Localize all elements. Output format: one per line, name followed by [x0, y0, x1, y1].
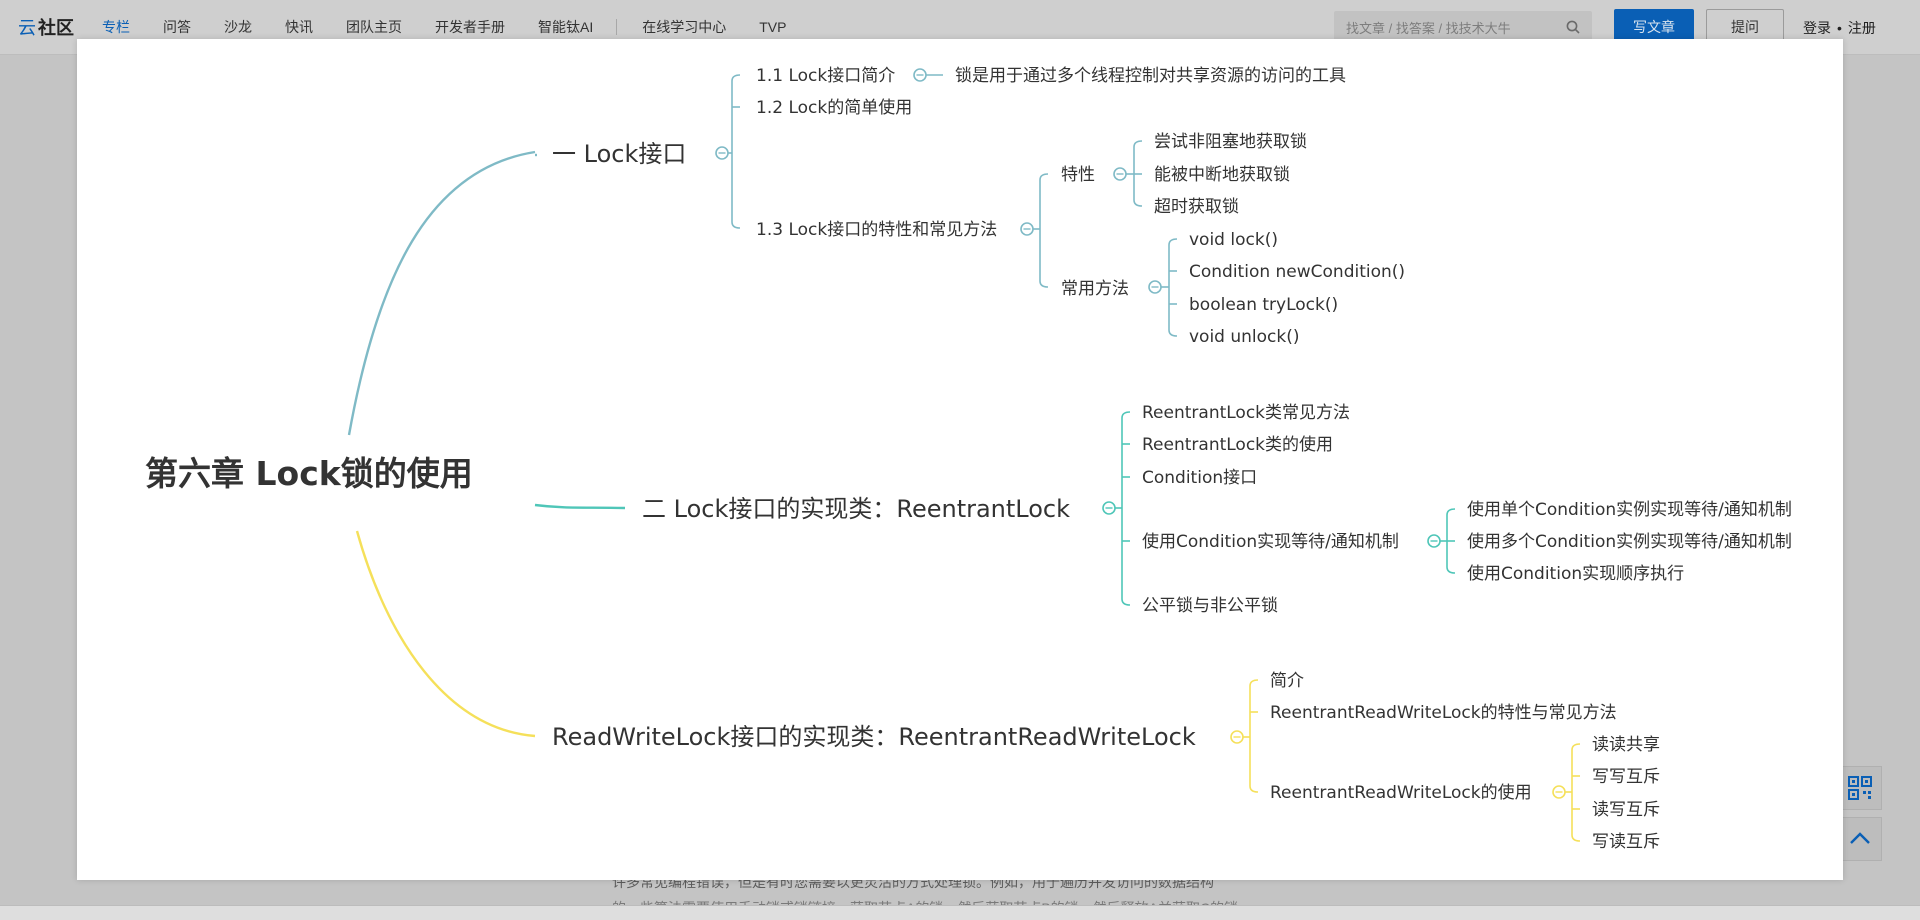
bracket-b2-4-tick	[1446, 508, 1456, 516]
nav-divider	[616, 19, 618, 35]
connector-root-branch3	[355, 530, 536, 738]
connector-root-branch1	[347, 150, 536, 436]
mindmap-node: 能被中断地获取锁	[1154, 165, 1290, 185]
mindmap-node: ReentrantReadWriteLock的特性与常见方法	[1270, 703, 1617, 723]
nav-item-news[interactable]: 快讯	[285, 19, 313, 35]
nav-item-team[interactable]: 团队主页	[346, 19, 402, 35]
mindmap-node: 写写互斥	[1592, 767, 1660, 787]
bracket-b1-3-2-tick	[1168, 238, 1178, 246]
mindmap-node: Condition接口	[1142, 468, 1257, 488]
mindmap-node: 特性	[1061, 165, 1095, 185]
mindmap-node: 读读共享	[1592, 735, 1660, 755]
nav-item-column[interactable]: 专栏	[102, 19, 130, 35]
bracket-b2-4-tick	[1446, 566, 1456, 574]
auth-links: 登录 • 注册	[1803, 18, 1876, 38]
login-link[interactable]: 登录	[1803, 20, 1831, 36]
chevron-up-icon	[1850, 832, 1870, 844]
mindmap-node: 写读互斥	[1592, 832, 1660, 852]
site-logo[interactable]: 云社区	[18, 14, 74, 40]
site-logo-text: 社区	[38, 18, 74, 38]
mindmap-root: 第六章 Lock锁的使用	[145, 454, 473, 493]
mindmap-node: 使用Condition实现顺序执行	[1467, 563, 1684, 584]
register-link[interactable]: 注册	[1847, 20, 1876, 36]
mind-map: 第六章 Lock锁的使用 一 Lock接口 二 Lock接口的实现类：Reent…	[145, 66, 1792, 852]
mindmap-node: ReentrantLock类常见方法	[1142, 403, 1350, 423]
mindmap-branch-readwritelock: ReadWriteLock接口的实现类：ReentrantReadWriteLo…	[552, 723, 1196, 751]
separator-dot: •	[1837, 20, 1842, 36]
mindmap-node: 使用单个Condition实例实现等待/通知机制	[1467, 499, 1792, 520]
horizontal-scrollbar[interactable]	[0, 905, 1920, 920]
bracket-b1-3-tick	[1039, 173, 1049, 181]
bracket-b1-3-1-tick	[1133, 140, 1143, 148]
nav-item-ai[interactable]: 智能钛AI	[538, 19, 594, 35]
mindmap-node: 简介	[1270, 671, 1304, 691]
mindmap-node: 公平锁与非公平锁	[1142, 596, 1278, 616]
mindmap-node: 1.1 Lock接口简介	[756, 66, 895, 86]
bracket-b3-tick	[1249, 785, 1259, 793]
mindmap-node: 使用Condition实现等待/通知机制	[1142, 531, 1399, 552]
nav-item-qa[interactable]: 问答	[163, 19, 191, 35]
mindmap-node: ReentrantLock类的使用	[1142, 434, 1333, 455]
mindmap-node: 读写互斥	[1592, 800, 1660, 820]
bracket-b1-3-2-tick	[1168, 329, 1178, 337]
bracket-b2-tick	[1121, 411, 1131, 419]
mindmap-node: 1.2 Lock的简单使用	[756, 97, 912, 118]
mindmap-node: void lock()	[1189, 230, 1278, 250]
mindmap-node: 尝试非阻塞地获取锁	[1154, 132, 1307, 152]
bracket-b1-tick	[731, 74, 741, 82]
search-box	[1334, 11, 1592, 43]
nav-item-salon[interactable]: 沙龙	[224, 19, 252, 35]
bracket-b1-3-1-tick	[1133, 199, 1143, 207]
back-to-top-button[interactable]	[1838, 817, 1882, 861]
mindmap-node: 1.3 Lock接口的特性和常见方法	[756, 220, 997, 240]
mindmap-node: 超时获取锁	[1154, 197, 1239, 217]
mindmap-node: Condition newCondition()	[1189, 262, 1405, 282]
cloud-logo-icon: 云	[18, 18, 36, 38]
mindmap-node: void unlock()	[1189, 327, 1300, 347]
qr-code-icon	[1848, 776, 1872, 800]
mindmap-node: boolean tryLock()	[1189, 295, 1338, 315]
bracket-b1-3-tick	[1039, 280, 1049, 288]
bracket-b3-3-tick	[1571, 834, 1581, 842]
bracket-b2-tick	[1121, 598, 1131, 606]
search-input[interactable]	[1344, 17, 1558, 39]
image-lightbox: 第六章 Lock锁的使用 一 Lock接口 二 Lock接口的实现类：Reent…	[77, 39, 1843, 880]
mindmap-node: 使用多个Condition实例实现等待/通知机制	[1467, 531, 1792, 552]
main-nav: 专栏 问答 沙龙 快讯 团队主页 开发者手册 智能钛AI 在线学习中心 TVP	[102, 17, 819, 37]
mindmap-node: 常用方法	[1061, 279, 1129, 299]
nav-item-tvp[interactable]: TVP	[759, 19, 787, 35]
bracket-b3-3-tick	[1571, 743, 1581, 751]
mindmap-branch-reentrantlock: 二 Lock接口的实现类：ReentrantLock	[642, 495, 1070, 523]
nav-item-learning[interactable]: 在线学习中心	[642, 19, 727, 35]
nav-item-devguide[interactable]: 开发者手册	[435, 19, 505, 35]
connector-root-branch2	[534, 503, 626, 510]
mindmap-node: 锁是用于通过多个线程控制对共享资源的访问的工具	[955, 66, 1346, 86]
mindmap-node: ReentrantReadWriteLock的使用	[1270, 782, 1532, 803]
search-icon[interactable]	[1566, 20, 1580, 34]
qr-code-button[interactable]	[1838, 766, 1882, 810]
bracket-b1-tick	[731, 221, 741, 229]
bracket-b3-tick	[1249, 679, 1259, 687]
mindmap-branch-lock-interface: 一 Lock接口	[552, 140, 686, 168]
